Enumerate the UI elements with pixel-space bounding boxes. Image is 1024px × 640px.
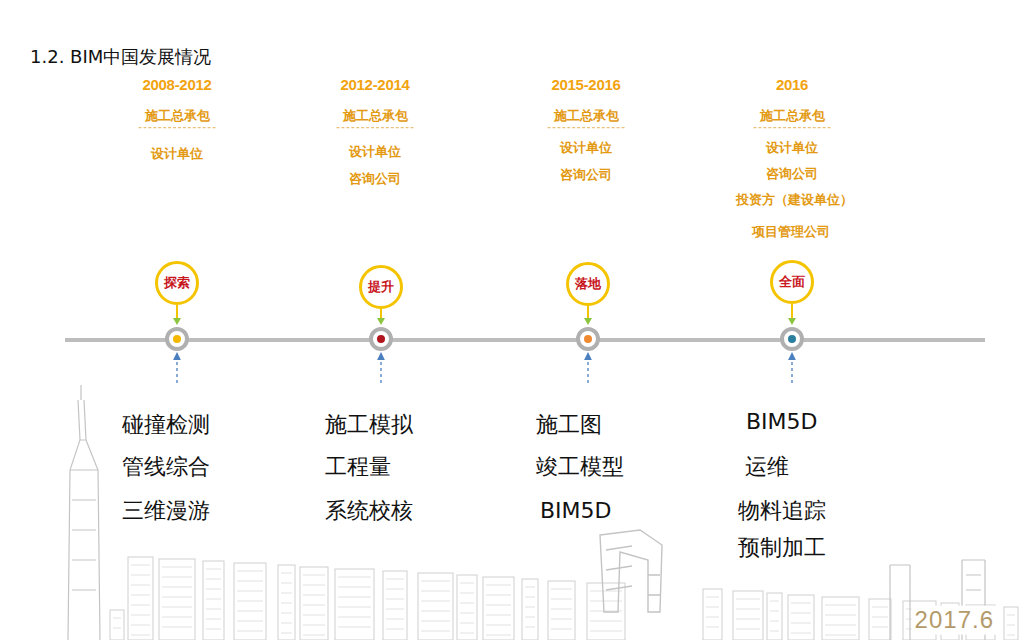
participant-label: 咨询公司 <box>766 166 818 182</box>
application-item: 竣工模型 <box>536 454 624 480</box>
application-item: 运维 <box>745 454 789 480</box>
participant-label: 咨询公司 <box>560 167 612 183</box>
participant-label: 施工总承包 <box>139 108 216 128</box>
period-year: 2012-2014 <box>340 76 409 94</box>
application-item: 预制加工 <box>738 535 826 561</box>
dashed-arrows <box>177 356 792 383</box>
milestone-balloon: 落地 <box>566 262 610 306</box>
tower-illustration <box>68 385 100 640</box>
page-title: 1.2. BIM中国发展情况 <box>30 46 211 68</box>
application-item: BIM5D <box>540 498 612 524</box>
application-item: 工程量 <box>325 454 391 480</box>
participant-label: 施工总承包 <box>548 108 625 128</box>
skyline-illustration <box>110 557 1018 640</box>
milestone-label: 探索 <box>164 274 190 292</box>
cctv-illustration <box>600 530 662 612</box>
participant-label: 施工总承包 <box>754 108 831 128</box>
application-item: 三维漫游 <box>122 498 210 524</box>
participant-label: 施工总承包 <box>337 108 414 128</box>
application-item: 施工模拟 <box>325 412 413 438</box>
application-item: 碰撞检测 <box>122 412 210 438</box>
date-stamp: 2017.6 <box>912 606 997 635</box>
period-year: 2015-2016 <box>551 76 620 94</box>
participant-label: 设计单位 <box>560 140 612 156</box>
timeline <box>65 338 985 342</box>
milestone-balloon: 探索 <box>155 261 199 305</box>
balloon-tails <box>177 304 792 318</box>
application-item: 施工图 <box>536 412 602 438</box>
application-item: BIM5D <box>746 409 818 435</box>
milestone-label: 全面 <box>779 273 805 291</box>
application-item: 物料追踪 <box>738 498 826 524</box>
balloon-pointers <box>173 318 796 325</box>
participant-label: 设计单位 <box>151 146 203 162</box>
milestone-balloon: 全面 <box>770 260 814 304</box>
period-year: 2016 <box>776 76 808 94</box>
milestone-label: 落地 <box>575 275 601 293</box>
application-item: 系统校核 <box>325 498 413 524</box>
timeline-dots <box>167 329 802 349</box>
participant-label: 设计单位 <box>349 144 401 160</box>
participant-label: 投资方（建设单位） <box>736 192 853 208</box>
period-year: 2008-2012 <box>142 76 211 94</box>
milestone-balloon: 提升 <box>359 265 403 309</box>
participant-label: 咨询公司 <box>349 171 401 187</box>
application-item: 管线综合 <box>122 454 210 480</box>
participant-label: 项目管理公司 <box>752 224 830 240</box>
participant-label: 设计单位 <box>766 140 818 156</box>
milestone-label: 提升 <box>368 278 394 296</box>
